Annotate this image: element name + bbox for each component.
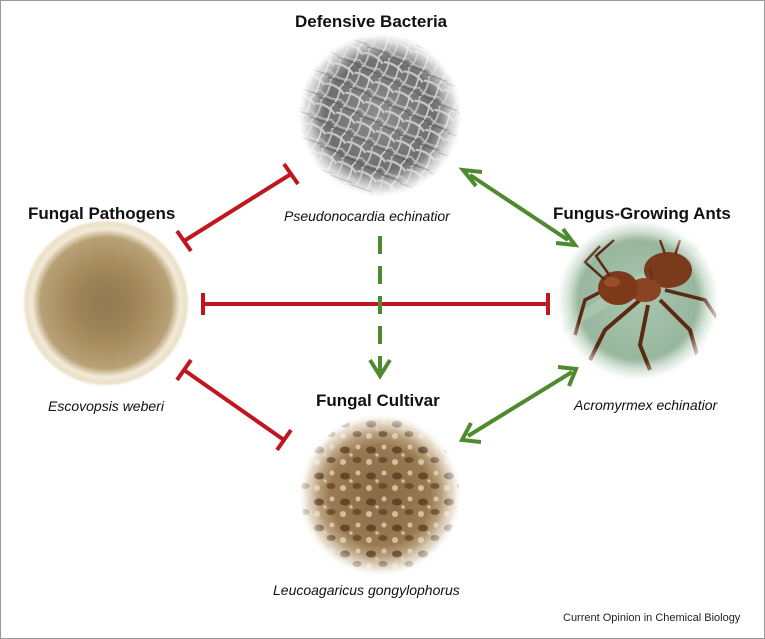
pathogens-species: Escovopsis weberi [48,398,164,414]
ant-image [552,214,724,386]
bacteria-heading: Defensive Bacteria [295,12,448,31]
journal-credit: Current Opinion in Chemical Biology [563,612,741,624]
inhibition-pathogens-ants [201,293,550,315]
bacteria-species: Pseudonocardia echinatior [284,208,450,224]
pathogen-colony-image [22,219,190,387]
cultivar-image [294,409,466,581]
cultivar-species: Leucoagaricus gongylophorus [273,582,460,598]
ants-species: Acromyrmex echinatior [574,397,718,413]
pathogens-heading: Fungal Pathogens [28,204,176,223]
inhibition-bacteria-to-pathogens [175,162,300,253]
mutualism-ants-cultivar [458,365,579,444]
mutualism-bacteria-ants [458,167,580,248]
cultivar-heading: Fungal Cultivar [316,391,440,410]
bacteria-image [294,29,466,201]
bacteria-to-cultivar-dashed-arrow [368,236,392,380]
inhibition-pathogens-to-cultivar [175,358,293,452]
ants-heading: Fungus-Growing Ants [553,204,731,223]
